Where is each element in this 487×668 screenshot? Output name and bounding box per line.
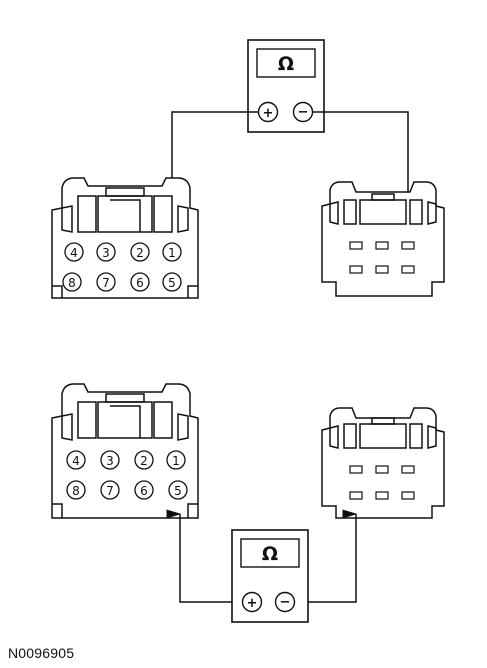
minus-label-1: − <box>298 105 309 120</box>
connector-6-pin-2 <box>321 407 445 519</box>
meter-display-1 <box>256 48 316 78</box>
meter-minus-terminal-2 <box>274 591 296 613</box>
pin-label: 1 <box>172 454 180 468</box>
figure-reference-id: N0096905 <box>8 645 75 661</box>
pin-label: 7 <box>106 484 114 498</box>
ohm-symbol-2: Ω <box>262 543 278 565</box>
pin-label: 4 <box>70 246 78 260</box>
ohm-symbol-1: Ω <box>278 53 294 75</box>
test-lead-positive-2 <box>166 509 244 603</box>
pin-label: 7 <box>102 276 110 290</box>
meter-plus-terminal-2 <box>241 591 263 613</box>
pin-label: 3 <box>106 454 114 468</box>
multimeter-2: Ω + − <box>231 529 309 623</box>
pin-label: 5 <box>174 484 182 498</box>
pin-labels-bottom-row-2: 8 7 6 5 <box>66 480 188 500</box>
pin-slots-2 <box>349 465 415 500</box>
pin-label: 5 <box>168 276 176 290</box>
connector-6-pin-1 <box>321 181 445 297</box>
meter-plus-terminal-1 <box>257 101 279 123</box>
pin-label: 2 <box>140 454 148 468</box>
plus-label-1: + <box>263 106 274 121</box>
pin-labels-bottom-row-1: 8 7 6 5 <box>62 272 182 292</box>
pin-slots-1 <box>349 241 415 274</box>
meter-display-2 <box>240 538 300 568</box>
pin-label: 2 <box>136 246 144 260</box>
multimeter-1: Ω + − <box>247 39 325 133</box>
pin-label: 8 <box>68 276 76 290</box>
test-setup-2: 4 3 2 1 8 7 6 5 <box>51 383 445 623</box>
pin-label: 6 <box>140 484 148 498</box>
minus-label-2: − <box>280 595 291 610</box>
pin-labels-top-row-1: 4 3 2 1 <box>64 242 182 262</box>
connector-8-pin-1 <box>51 177 199 299</box>
test-lead-negative-2 <box>294 509 358 603</box>
connector-8-pin-2 <box>51 383 199 519</box>
plus-label-2: + <box>247 596 258 611</box>
pin-label: 3 <box>102 246 110 260</box>
pin-labels-top-row-2: 4 3 2 1 <box>66 450 186 470</box>
test-setup-1: Ω + − 4 3 2 <box>51 39 445 299</box>
pin-label: 4 <box>72 454 80 468</box>
pin-label: 6 <box>136 276 144 290</box>
meter-minus-terminal-1 <box>292 101 314 123</box>
pin-label: 8 <box>72 484 80 498</box>
test-lead-negative-1 <box>313 111 422 231</box>
pin-label: 1 <box>168 246 176 260</box>
